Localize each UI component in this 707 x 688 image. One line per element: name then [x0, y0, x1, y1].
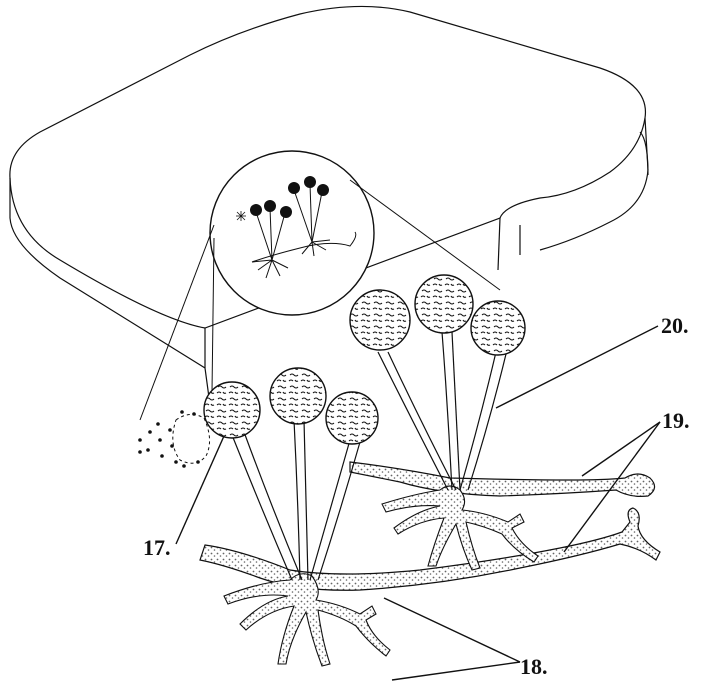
label-rhizoids: 18. [520, 656, 548, 678]
spore-burst-icon [138, 410, 209, 468]
leader-18b [392, 662, 520, 680]
label-sporangium: 17. [143, 537, 171, 559]
label-stolon: 19. [662, 410, 690, 432]
leader-18a [384, 598, 520, 662]
label-sporangiophore: 20. [661, 315, 689, 337]
leader-19a [582, 422, 660, 476]
leader-17 [176, 436, 224, 544]
